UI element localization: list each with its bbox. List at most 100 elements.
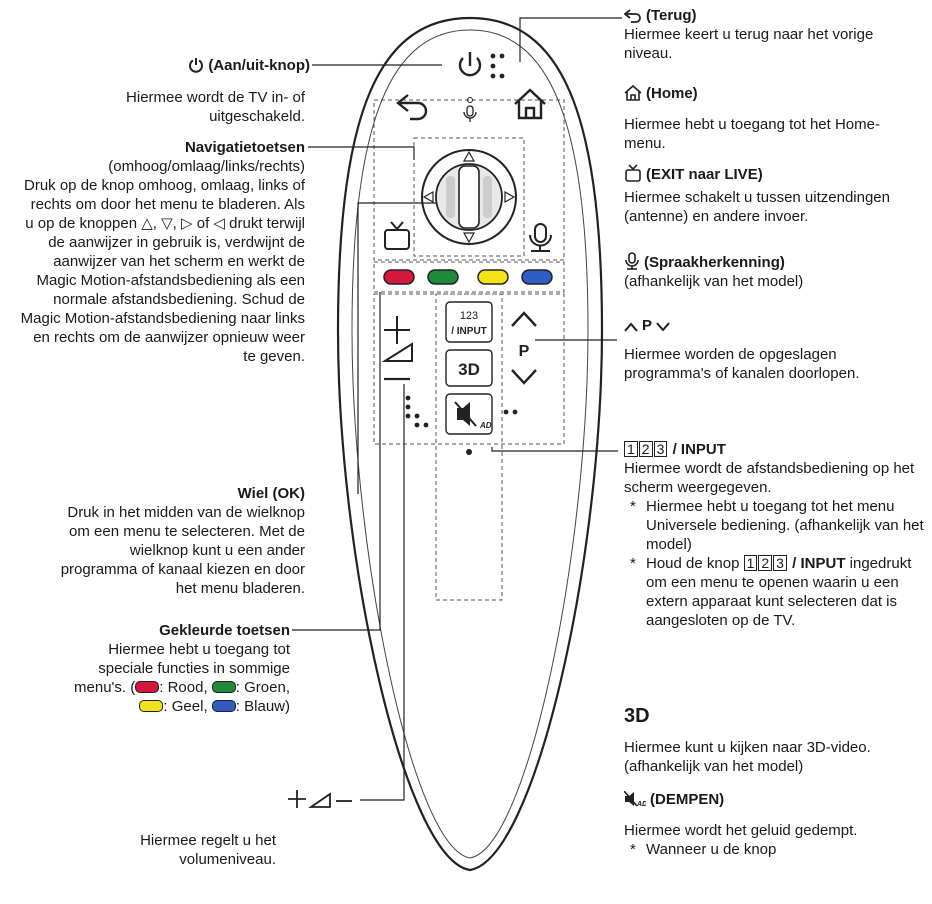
input-note-2c: ingedrukt om een menu te openen waarin u…	[646, 555, 912, 629]
power-desc: Hiermee wordt de TV in- of uitgeschakeld…	[126, 89, 305, 125]
input-key	[445, 301, 493, 343]
volume-icons	[288, 790, 352, 808]
wheel-title: Wiel (OK)	[237, 485, 305, 502]
input-key-label: / INPUT	[451, 326, 487, 337]
3d-title: 3D	[624, 705, 650, 727]
lower-dashed-box	[373, 293, 565, 445]
input-desc: Hiermee wordt de afstandsbediening op he…	[624, 460, 915, 496]
voice-desc: (afhankelijk van het model)	[624, 273, 804, 290]
svg-text:AD: AD	[636, 801, 646, 807]
vol-plus-key	[384, 316, 410, 344]
mic-small-icon	[463, 105, 477, 122]
yellow-swatch	[139, 700, 164, 712]
green-swatch	[211, 681, 236, 693]
nav-desc-a: Druk op de knop omhoog, omlaag, links of…	[24, 177, 305, 232]
vol-dots	[405, 395, 429, 428]
nav-up-arrow	[462, 150, 476, 162]
prog-down-icon	[656, 322, 670, 332]
nav-up-symbol: △	[141, 215, 153, 232]
3d-key-label: 3D	[458, 360, 480, 379]
remote-inner-outline	[351, 29, 589, 859]
key-2: 2	[638, 441, 653, 457]
volume-callout	[60, 788, 356, 815]
blue-key	[521, 269, 553, 285]
nav-right-symbol: ▷	[181, 215, 193, 232]
nav-desc-b: drukt terwijl de aanwijzer in gebruik is…	[20, 215, 305, 365]
back-key	[396, 94, 428, 121]
red-label: Rood,	[167, 679, 208, 696]
wheel-grip	[458, 165, 480, 229]
prog-dots	[503, 409, 518, 415]
prog-down-key	[511, 369, 537, 385]
3d-key	[445, 349, 493, 387]
input-note-2b: / INPUT	[792, 555, 846, 572]
blue-swatch	[211, 700, 236, 712]
prog-callout: P Hiermee worden de opgeslagen programma…	[624, 316, 914, 383]
green-label: Groen,	[244, 679, 290, 696]
voice-icon	[625, 252, 639, 270]
svg-text:AD: AD	[479, 421, 492, 430]
nav-left-symbol: ◁	[213, 215, 225, 232]
color-dashed-box	[373, 261, 565, 293]
input-notes: Hiermee hebt u toegang tot het menu Univ…	[624, 497, 924, 630]
prog-title: P	[642, 317, 653, 334]
home-icon	[624, 85, 642, 101]
prog-up-key	[511, 311, 537, 327]
input-title: / INPUT	[672, 441, 726, 458]
prog-label: P	[519, 343, 530, 360]
key-1: 1	[624, 441, 638, 457]
exit-desc: Hiermee schakelt u tussen uitzendingen (…	[624, 189, 890, 225]
nav-dashed-box	[413, 137, 525, 257]
red-swatch	[135, 681, 160, 693]
input-note-2: Houd de knop 123 / INPUT ingedrukt om ee…	[624, 554, 924, 630]
home-desc: Hiermee hebt u toegang tot het Home-menu…	[624, 116, 880, 152]
nav-title: Navigatietoetsen	[184, 139, 305, 156]
volume-desc: Hiermee regelt u het volumeniveau.	[140, 832, 276, 868]
mute-note: Wanneer u de knop	[624, 840, 924, 859]
nav-right-arrow	[504, 190, 516, 204]
prog-desc: Hiermee worden de opgeslagen programma's…	[624, 346, 860, 382]
home-callout: (Home) Hiermee hebt u toegang tot het Ho…	[624, 84, 914, 153]
red-key	[383, 269, 415, 285]
top-dashed-box	[373, 99, 565, 261]
nav-or-text: of	[196, 215, 210, 232]
prog-up-icon	[624, 322, 638, 332]
exit-live-icon	[625, 164, 641, 182]
mute-notes: Wanneer u de knop	[624, 840, 924, 859]
power-icon	[189, 58, 204, 73]
nav-subtitle: (omhoog/omlaag/links/rechts)	[108, 158, 305, 175]
power-title: (Aan/uit-knop)	[208, 57, 310, 74]
nav-down-arrow	[462, 232, 476, 244]
wheel-desc: Druk in het midden van de wielknop om ee…	[60, 504, 305, 597]
back-desc: Hiermee keert u terug naar het vorige ni…	[624, 26, 874, 62]
nav-left-arrow	[422, 190, 434, 204]
input-note-1: Hiermee hebt u toegang tot het menu Univ…	[624, 497, 924, 554]
nav-down-symbol: ▽	[161, 215, 173, 232]
vol-indicator-icon	[381, 342, 413, 362]
voice-callout: (Spraakherkenning) (afhankelijk van het …	[624, 252, 914, 291]
key-3: 3	[653, 441, 668, 457]
mute-callout: AD(DEMPEN) Hiermee wordt het geluid gede…	[624, 790, 924, 859]
colour-title: Gekleurde toetsen	[159, 622, 290, 639]
home-key	[514, 88, 546, 120]
back-title: (Terug)	[646, 7, 697, 24]
mute-desc: Hiermee wordt het geluid gedempt.	[624, 822, 858, 839]
input-key-digits: 123	[460, 310, 478, 322]
note-key-1: 1	[743, 555, 758, 571]
colour-desc: Hiermee hebt u toegang tot speciale func…	[74, 641, 290, 696]
colour-callout: Gekleurde toetsen Hiermee hebt u toegang…	[50, 621, 290, 716]
blue-label: Blauw)	[244, 698, 290, 715]
green-key	[427, 269, 459, 285]
wheel-callout: Wiel (OK) Druk in het midden van de wiel…	[60, 484, 305, 598]
voice-key	[529, 223, 552, 252]
input-note-2a: Houd de knop	[646, 555, 740, 572]
power-key	[458, 52, 482, 77]
yellow-key	[477, 269, 509, 285]
3d-callout: 3D Hiermee kunt u kijken naar 3D-video. …	[624, 704, 924, 776]
mid-column-dashed-box	[435, 293, 503, 601]
mute-icon-inline: AD	[624, 791, 646, 807]
power-callout: (Aan/uit-knop)	[50, 56, 310, 75]
3d-desc: Hiermee kunt u kijken naar 3D-video. (af…	[624, 739, 871, 775]
exit-title: (EXIT naar LIVE)	[646, 166, 763, 183]
